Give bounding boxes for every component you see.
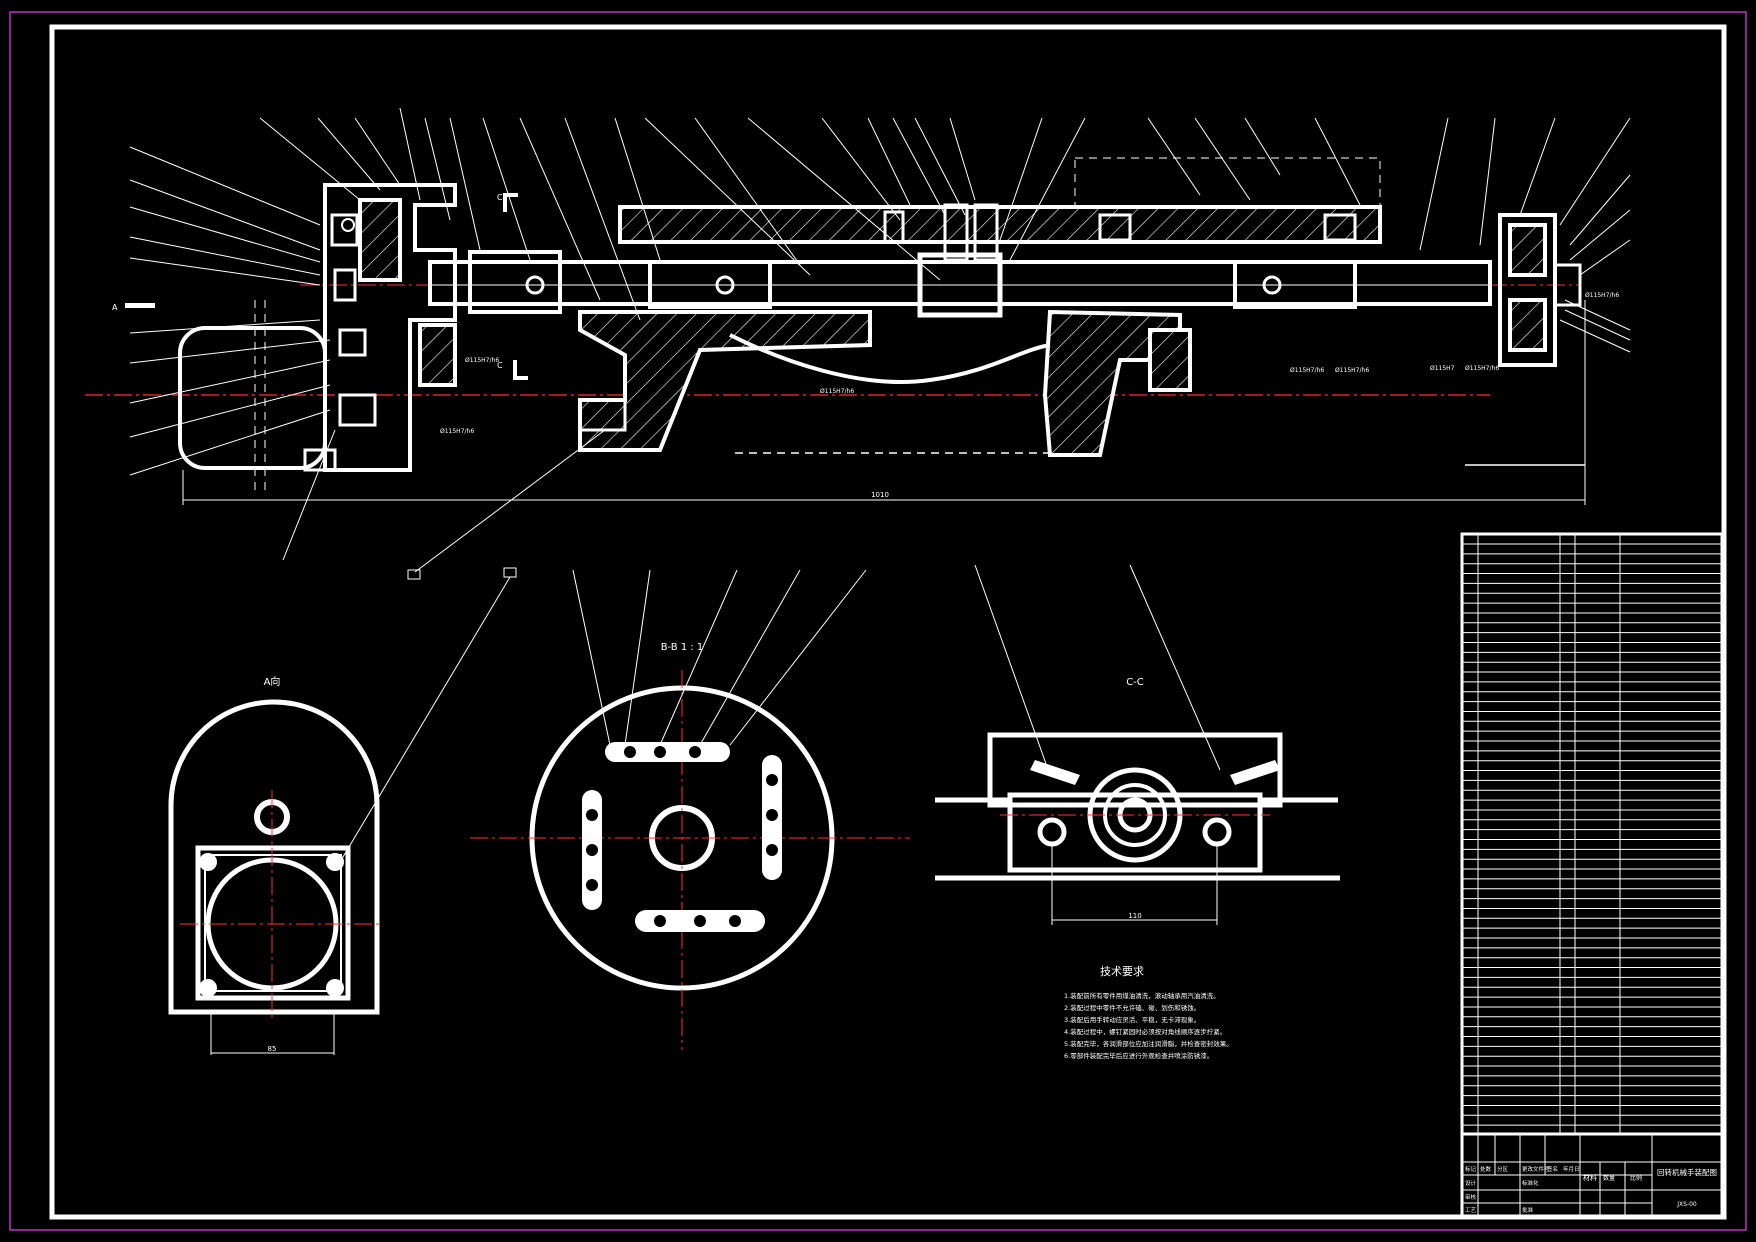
sheet-outer-border xyxy=(9,11,1747,1231)
section-marker-a: A xyxy=(112,303,118,312)
tb-row-approve: 批准 xyxy=(1522,1206,1534,1214)
drawing-number: JXS-00 xyxy=(1676,1201,1697,1208)
fit-label-2: Ø115H7/h6 xyxy=(820,388,854,395)
technical-requirements: 技术要求 1.装配前所有零件用煤油清洗，滚动轴承用汽油清洗。 2.装配过程中零件… xyxy=(1064,965,1233,1060)
tb-qty: 数量 xyxy=(1603,1174,1615,1182)
section-c-label: C-C xyxy=(1126,677,1144,688)
tech-req-line-4: 4.装配过程中，螺钉紧固时必须按对角线顺序逐步拧紧。 xyxy=(1064,1027,1226,1036)
fit-label-6: Ø115H7/h6 xyxy=(1465,365,1499,372)
tech-req-title: 技术要求 xyxy=(1100,965,1144,978)
tb-header-count: 处数 xyxy=(1480,1165,1492,1173)
view-a-label: A向 xyxy=(264,675,281,688)
section-marker-c-top: C xyxy=(497,193,503,202)
section-b-b: B-B 1 : 1 xyxy=(470,569,910,1050)
tb-row-review: 审核 xyxy=(1465,1193,1477,1201)
view-a-dimension: 85 xyxy=(268,1045,277,1053)
fit-label-7: Ø115H7/h6 xyxy=(1585,292,1619,299)
tech-req-line-6: 6.零部件装配完毕后应进行外观检查并喷涂防锈漆。 xyxy=(1064,1051,1213,1060)
tb-row-standardization: 标准化 xyxy=(1522,1179,1539,1187)
sheet-frame xyxy=(49,24,1727,1220)
tech-req-line-3: 3.装配后用手转动应灵活、平稳，无卡滞现象。 xyxy=(1064,1015,1200,1024)
tb-row-design: 设计 xyxy=(1465,1179,1477,1187)
fit-label-3: Ø115H7/h6 xyxy=(1290,367,1324,374)
main-assembly-view: 1010 C C A Ø115H7/h6 Ø115H7/h6 Ø115H7/h6… xyxy=(85,107,1631,580)
drawing-name: 回转机械手装配图 xyxy=(1657,1167,1717,1177)
tb-header-mark: 标记 xyxy=(1465,1165,1477,1173)
fit-label-8: Ø115H7/h6 xyxy=(465,357,499,364)
section-c-c: C-C 110 xyxy=(935,564,1340,925)
main-dimension: 1010 xyxy=(871,491,889,499)
fit-label-5: Ø115H7 xyxy=(1430,365,1455,372)
parts-list xyxy=(1460,532,1724,1136)
tb-header-sign: 签名 xyxy=(1547,1165,1558,1173)
tb-header-change-doc: 更改文件号 xyxy=(1522,1165,1550,1173)
view-a: A向 85 xyxy=(168,567,517,1055)
tb-row-process: 工艺 xyxy=(1465,1207,1477,1214)
fit-label-1: Ø115H7/h6 xyxy=(440,428,474,435)
view-c-dimension: 110 xyxy=(1128,912,1141,920)
tb-header-date: 年月日 xyxy=(1563,1165,1580,1173)
tb-scale: 比例 xyxy=(1630,1174,1642,1182)
tech-req-line-5: 5.装配完毕，各润滑部位应加注润滑脂，并检查密封效果。 xyxy=(1064,1039,1233,1048)
section-marker-c-bottom: C xyxy=(497,361,503,370)
tb-header-zone: 分区 xyxy=(1497,1165,1509,1173)
title-block: 标记 处数 分区 更改文件号 签名 年月日 设计 标准化 审核 工艺 批准 材料… xyxy=(1460,1132,1724,1218)
tech-req-line-1: 1.装配前所有零件用煤油清洗，滚动轴承用汽油清洗。 xyxy=(1064,991,1220,1000)
fit-label-4: Ø115H7/h6 xyxy=(1335,367,1369,374)
tech-req-line-2: 2.装配过程中零件不允许磕、碰、划伤和锈蚀。 xyxy=(1064,1003,1200,1012)
section-b-label: B-B 1 : 1 xyxy=(661,642,704,653)
tb-material: 材料 xyxy=(1583,1173,1597,1182)
